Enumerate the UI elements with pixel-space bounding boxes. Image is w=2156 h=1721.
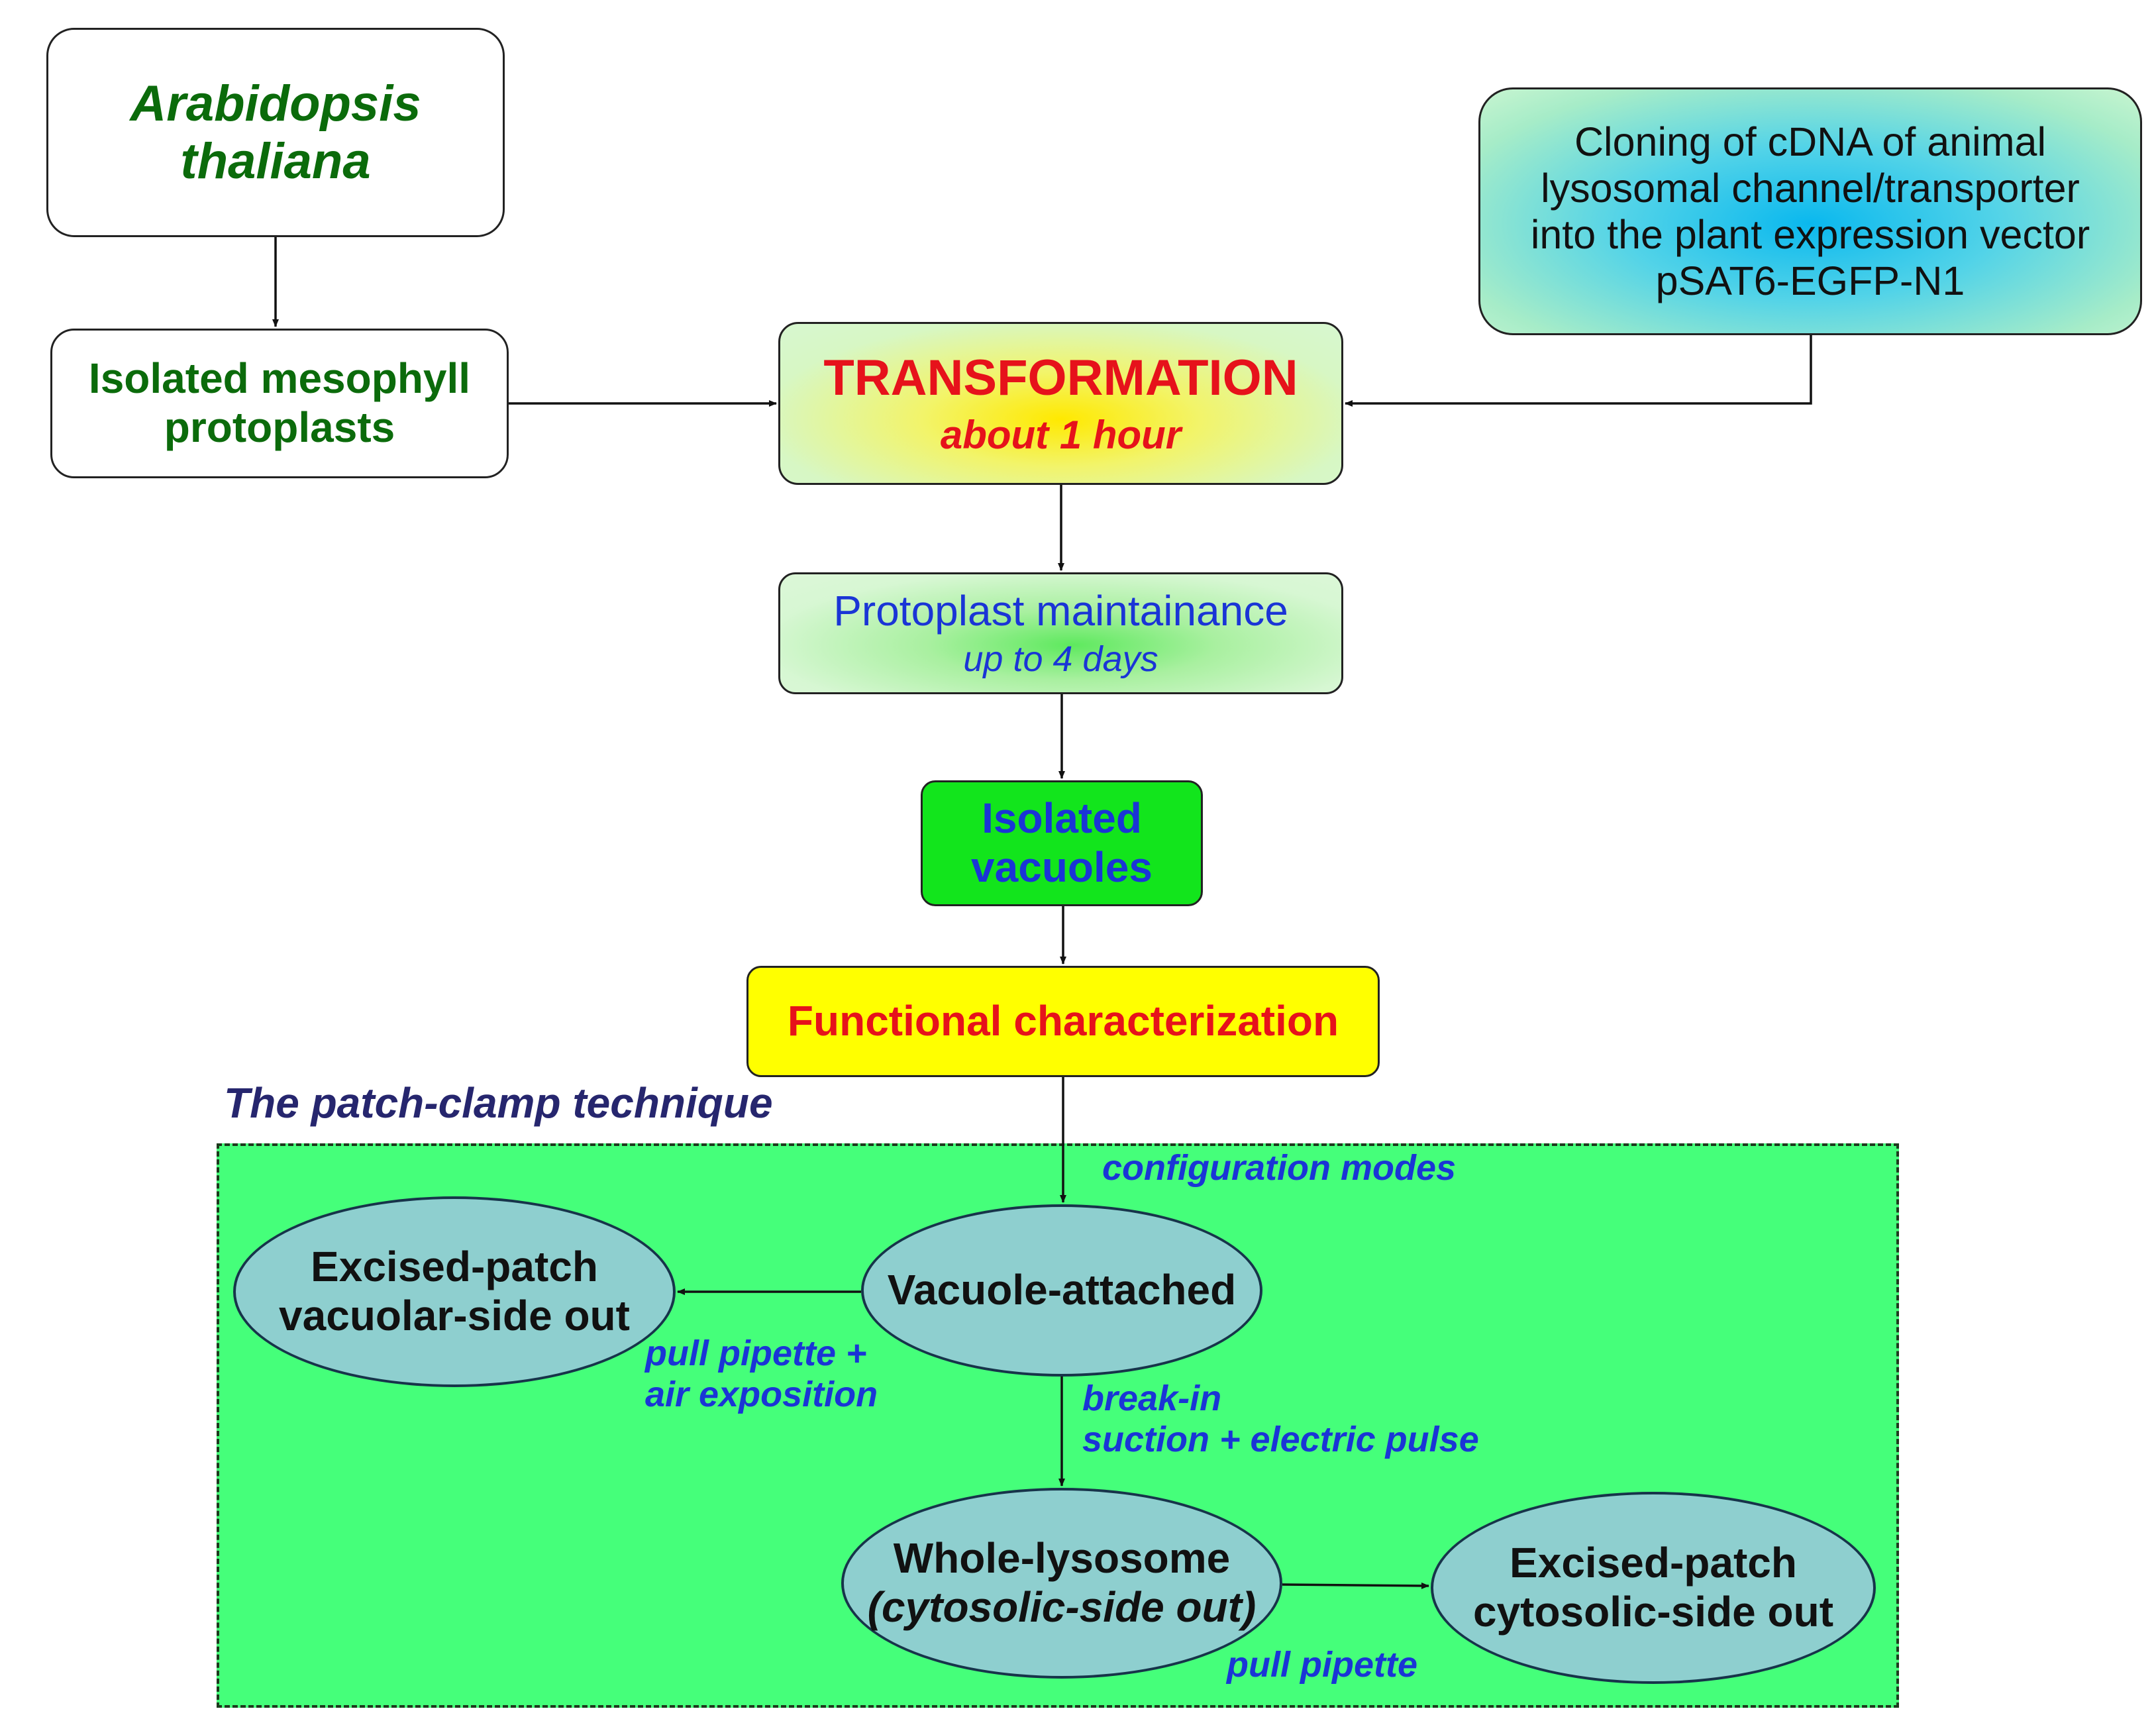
arabidopsis-node: Arabidopsis thaliana [46, 28, 505, 237]
arabidopsis-line-2: thaliana [180, 133, 371, 189]
vacuoles-line-1: Isolated [982, 794, 1142, 843]
pull-pipette-label: pull pipette [1227, 1645, 1417, 1685]
patch-clamp-title: The patch-clamp technique [224, 1079, 773, 1127]
excised-vacuolar-line-2: vacuolar-side out [279, 1292, 630, 1339]
arrow-whole-lysosome-to-excised-cytosolic [1282, 1582, 1429, 1589]
mesophyll-protoplasts-node: Isolated mesophyll protoplasts [50, 329, 509, 478]
arabidopsis-line-1: Arabidopsis [130, 75, 421, 132]
transformation-title: TRANSFORMATION [823, 349, 1298, 406]
mesophyll-line-2: protoplasts [164, 403, 395, 451]
functional-title: Functional characterization [787, 997, 1339, 1045]
cloning-line-4: pSAT6-EGFP-N1 [1655, 258, 1965, 304]
maintainance-title: Protoplast maintainance [833, 587, 1288, 635]
cloning-line-3: into the plant expression vector [1530, 212, 2090, 257]
break-in-label: break-in suction + electric pulse [1082, 1378, 1479, 1460]
excised-patch-vacuolar-node: Excised-patch vacuolar-side out [233, 1196, 676, 1387]
transformation-node: TRANSFORMATION about 1 hour [778, 322, 1343, 485]
vacuole-attached-node: Vacuole-attached [861, 1204, 1262, 1377]
cloning-line-1: Cloning of cDNA of animal [1574, 119, 2046, 164]
isolated-vacuoles-node: Isolated vacuoles [921, 780, 1203, 906]
vacuole-attached-text: Vacuole-attached [887, 1266, 1237, 1314]
excised-cytosolic-line-1: Excised-patch [1510, 1539, 1797, 1587]
maintainance-duration: up to 4 days [963, 639, 1158, 679]
mesophyll-line-1: Isolated mesophyll [88, 354, 471, 403]
cloning-line-2: lysosomal channel/transporter [1541, 165, 2080, 211]
pull-pipette-air-label: pull pipette + air exposition [645, 1333, 878, 1415]
break-in-line-2: suction + electric pulse [1082, 1420, 1479, 1460]
pull-air-line-2: air exposition [645, 1375, 878, 1415]
configuration-modes-label: configuration modes [1102, 1148, 1457, 1188]
vacuoles-line-2: vacuoles [971, 843, 1153, 891]
excised-patch-cytosolic-node: Excised-patch cytosolic-side out [1431, 1492, 1876, 1684]
transformation-duration: about 1 hour [940, 413, 1182, 458]
whole-lysosome-line-2: (cytosolic-side out) [867, 1583, 1257, 1631]
cloning-node: Cloning of cDNA of animal lysosomal chan… [1478, 87, 2142, 335]
pull-air-line-1: pull pipette + [645, 1333, 867, 1373]
excised-vacuolar-line-1: Excised-patch [311, 1243, 598, 1291]
break-in-line-1: break-in [1082, 1379, 1222, 1418]
whole-lysosome-node: Whole-lysosome (cytosolic-side out) [841, 1488, 1282, 1679]
excised-cytosolic-line-2: cytosolic-side out [1472, 1588, 1834, 1636]
arrow-cloning-to-transformation [1345, 335, 1812, 407]
whole-lysosome-line-1: Whole-lysosome [893, 1534, 1231, 1583]
functional-characterization-node: Functional characterization [746, 966, 1380, 1077]
protoplast-maintainance-node: Protoplast maintainance up to 4 days [778, 572, 1343, 694]
